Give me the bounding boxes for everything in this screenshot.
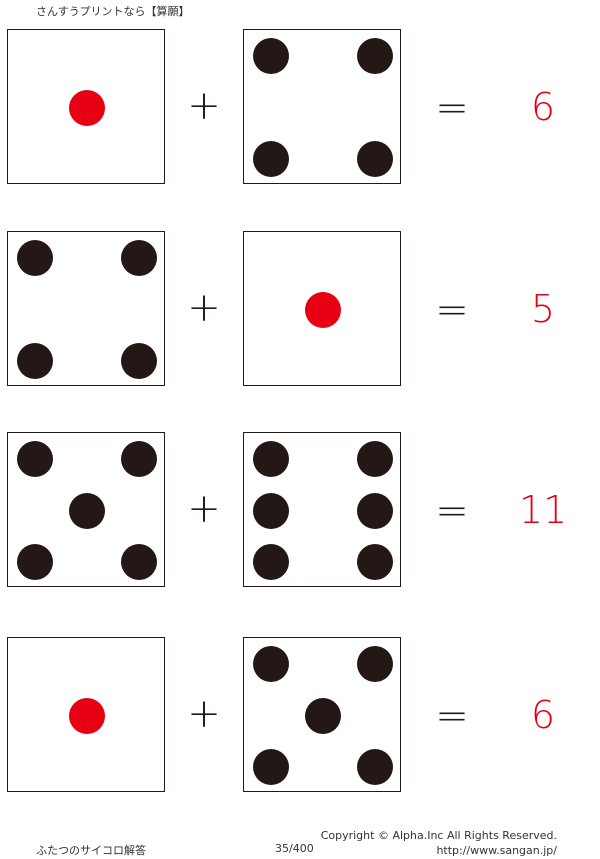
die-left (7, 29, 165, 184)
page-number: 35/400 (275, 842, 314, 855)
die-left (7, 637, 165, 792)
pip (357, 646, 393, 682)
die-right (243, 637, 401, 792)
equals-sign: = (435, 85, 469, 131)
pip (253, 141, 289, 177)
answer: 6 (530, 693, 556, 737)
pip (69, 90, 105, 126)
die-left (7, 432, 165, 587)
pip (121, 343, 157, 379)
pip (253, 38, 289, 74)
pip (357, 441, 393, 477)
plus-sign: + (187, 486, 221, 532)
equals-sign: = (435, 488, 469, 534)
pip (17, 343, 53, 379)
pip (121, 240, 157, 276)
die-right (243, 29, 401, 184)
pip (121, 544, 157, 580)
pip (69, 493, 105, 529)
die-left (7, 231, 165, 386)
pip (69, 698, 105, 734)
pip (17, 441, 53, 477)
pip (305, 698, 341, 734)
site-url[interactable]: http://www.sangan.jp/ (436, 844, 557, 857)
plus-sign: + (187, 285, 221, 331)
copyright: Copyright © Alpha.Inc All Rights Reserve… (320, 829, 557, 842)
pip (253, 544, 289, 580)
answer: 11 (518, 488, 568, 532)
die-right (243, 231, 401, 386)
equals-sign: = (435, 693, 469, 739)
pip (357, 141, 393, 177)
pip (253, 646, 289, 682)
pip (253, 749, 289, 785)
pip (17, 544, 53, 580)
pip (121, 441, 157, 477)
plus-sign: + (187, 691, 221, 737)
die-right (243, 432, 401, 587)
pip (357, 38, 393, 74)
footer-title: ふたつのサイコロ解答 (36, 844, 146, 857)
plus-sign: + (187, 83, 221, 129)
answer: 6 (530, 85, 556, 129)
equals-sign: = (435, 287, 469, 333)
pip (17, 240, 53, 276)
pip (357, 544, 393, 580)
pip (357, 493, 393, 529)
header-title: さんすうプリントなら【算願】 (36, 5, 190, 18)
answer: 5 (530, 287, 556, 331)
pip (253, 493, 289, 529)
pip (357, 749, 393, 785)
pip (253, 441, 289, 477)
pip (305, 292, 341, 328)
